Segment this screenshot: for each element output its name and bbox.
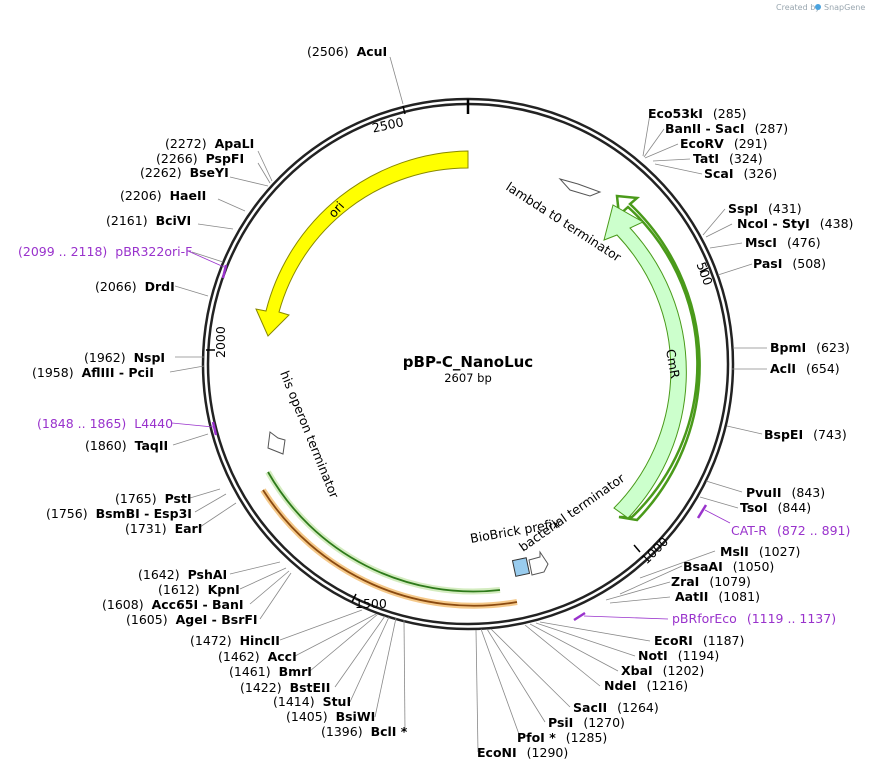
site-bsaai[interactable]: BsaAI(1050) bbox=[683, 559, 774, 574]
site-banii-saci[interactable]: BanII - SacI(287) bbox=[665, 121, 788, 136]
feature-bacterial-term-label: bacterial terminator bbox=[516, 470, 628, 555]
site-agei-bsrfi[interactable]: (1605)AgeI - BsrFI bbox=[126, 612, 258, 627]
site-bmri[interactable]: (1461)BmrI bbox=[229, 664, 312, 679]
primer-pbrforeco-leader bbox=[583, 615, 669, 620]
site-bspei[interactable]: BspEI(743) bbox=[764, 427, 847, 442]
primer-pbr322ori-f-mark bbox=[221, 264, 228, 279]
site-ndei[interactable]: NdeI(1216) bbox=[604, 678, 688, 693]
site-eco53ki[interactable]: Eco53kI(285) bbox=[648, 106, 747, 121]
primer-pbrforeco-mark bbox=[573, 611, 586, 622]
site-nspi[interactable]: (1962)NspI bbox=[84, 350, 165, 365]
site-psti[interactable]: (1765)PstI bbox=[115, 491, 192, 506]
site-tsoi[interactable]: TsoI(844) bbox=[740, 500, 811, 515]
site-acci[interactable]: (1462)AccI bbox=[218, 649, 297, 664]
site-aatii[interactable]: AatII(1081) bbox=[675, 589, 760, 604]
site-bseyi[interactable]: (2262)BseYI bbox=[140, 165, 229, 180]
site-pvuii[interactable]: PvuII(843) bbox=[746, 485, 825, 500]
plasmid-name: pBP-C_NanoLuc bbox=[403, 353, 533, 371]
site-bsteii[interactable]: (1422)BstEII bbox=[240, 680, 330, 695]
primer-l4440-mark bbox=[211, 421, 218, 436]
tick-marks bbox=[206, 105, 709, 603]
site-msli[interactable]: MslI(1027) bbox=[720, 544, 800, 559]
primer-l4440-label[interactable]: (1848 .. 1865)L4440 bbox=[37, 416, 173, 431]
credit-app: SnapGene bbox=[824, 3, 865, 12]
snapgene-logo-icon bbox=[815, 4, 821, 10]
site-noti[interactable]: NotI(1194) bbox=[638, 648, 719, 663]
site-bcivi[interactable]: (2161)BciVI bbox=[106, 213, 191, 228]
tick-1500 bbox=[351, 593, 357, 603]
site-ncoi-styi[interactable]: NcoI - StyI(438) bbox=[737, 216, 853, 231]
bacterial-terminator-arrow[interactable] bbox=[528, 550, 549, 576]
site-tati[interactable]: TatI(324) bbox=[693, 151, 763, 166]
site-pshai[interactable]: (1642)PshAI bbox=[138, 567, 227, 582]
bottom-arc-bg bbox=[260, 488, 518, 609]
site-acc65i-bani[interactable]: (1608)Acc65I - BanI bbox=[102, 597, 244, 612]
feature-ori-arrow[interactable] bbox=[255, 150, 469, 337]
primer-cat-r-mark bbox=[696, 504, 708, 519]
site-acui[interactable]: (2506)AcuI bbox=[307, 44, 387, 59]
tick-label-2000: 2000 bbox=[213, 326, 228, 358]
cmr-outline-line bbox=[615, 194, 701, 522]
lambda-terminator-arrow[interactable] bbox=[558, 178, 602, 197]
site-msci[interactable]: MscI(476) bbox=[745, 235, 821, 250]
primer-labels: (2099 .. 2118)pBR322ori-F (1848 .. 1865)… bbox=[18, 244, 850, 626]
feature-cmr-arrow[interactable] bbox=[603, 204, 687, 519]
tick-label-2500: 2500 bbox=[371, 114, 405, 135]
site-bpmi[interactable]: BpmI(623) bbox=[770, 340, 850, 355]
primer-pbr322ori-f-label[interactable]: (2099 .. 2118)pBR322ori-F bbox=[18, 244, 192, 259]
site-econi[interactable]: EcoNI(1290) bbox=[477, 745, 568, 760]
primer-l4440-leader bbox=[171, 422, 214, 428]
his-term-arc-line bbox=[267, 471, 501, 593]
site-apali[interactable]: (2272)ApaLI bbox=[165, 136, 254, 151]
site-taqii[interactable]: (1860)TaqII bbox=[85, 438, 168, 453]
site-psii[interactable]: PsiI(1270) bbox=[548, 715, 625, 730]
tick-500 bbox=[699, 267, 709, 273]
site-eari[interactable]: (1731)EarI bbox=[125, 521, 202, 536]
tick-1000 bbox=[633, 544, 641, 553]
site-bsmbi-esp3i[interactable]: (1756)BsmBI - Esp3I bbox=[46, 506, 192, 521]
site-sspi[interactable]: SspI(431) bbox=[728, 201, 802, 216]
site-drdi[interactable]: (2066)DrdI bbox=[95, 279, 175, 294]
site-bsiwi[interactable]: (1405)BsiWI bbox=[286, 709, 375, 724]
plasmid-size: 2607 bp bbox=[444, 371, 492, 385]
site-zrai[interactable]: ZraI(1079) bbox=[671, 574, 751, 589]
site-pasi[interactable]: PasI(508) bbox=[753, 256, 826, 271]
site-ecorv[interactable]: EcoRV(291) bbox=[680, 136, 767, 151]
site-pfoi[interactable]: PfoI *(1285) bbox=[517, 730, 607, 745]
tick-label-1500: 1500 bbox=[355, 596, 387, 611]
primer-cat-r-leader bbox=[704, 509, 731, 524]
credit-prefix: Created by bbox=[776, 3, 820, 12]
biobrick-prefix-box[interactable] bbox=[511, 557, 531, 577]
his-terminator-arrow[interactable] bbox=[267, 431, 286, 455]
site-stui[interactable]: (1414)StuI bbox=[273, 694, 351, 709]
site-acli[interactable]: AclI(654) bbox=[770, 361, 840, 376]
site-hincii[interactable]: (1472)HincII bbox=[190, 633, 280, 648]
site-pspfi[interactable]: (2266)PspFI bbox=[156, 151, 244, 166]
site-leaders bbox=[169, 56, 767, 753]
bottom-arc-line bbox=[262, 489, 518, 607]
site-ecori[interactable]: EcoRI(1187) bbox=[654, 633, 744, 648]
primer-pbr322ori-f-leader bbox=[187, 250, 225, 268]
restriction-site-labels: (2506)AcuI (2272)ApaLI (2266)PspFI (2262… bbox=[32, 44, 853, 760]
site-scai[interactable]: ScaI(326) bbox=[704, 166, 777, 181]
site-afliii-pcii[interactable]: (1958)AflIII - PciI bbox=[32, 365, 154, 380]
primer-cat-r-label[interactable]: CAT-R(872 .. 891) bbox=[731, 523, 850, 538]
primer-pbrforeco-label[interactable]: pBRforEco(1119 .. 1137) bbox=[672, 611, 836, 626]
feature-his-operon-label: his operon terminator bbox=[277, 369, 342, 502]
site-haeii[interactable]: (2206)HaeII bbox=[120, 188, 206, 203]
site-xbai[interactable]: XbaI(1202) bbox=[621, 663, 704, 678]
site-kpni[interactable]: (1612)KpnI bbox=[158, 582, 240, 597]
tick-2500 bbox=[402, 105, 406, 115]
feature-cmr-label: CmR bbox=[663, 348, 683, 380]
feature-lambda-t0-label: lambda t0 terminator bbox=[503, 179, 624, 265]
site-bcli[interactable]: (1396)BclI * bbox=[321, 724, 408, 739]
site-sacii[interactable]: SacII(1264) bbox=[573, 700, 659, 715]
